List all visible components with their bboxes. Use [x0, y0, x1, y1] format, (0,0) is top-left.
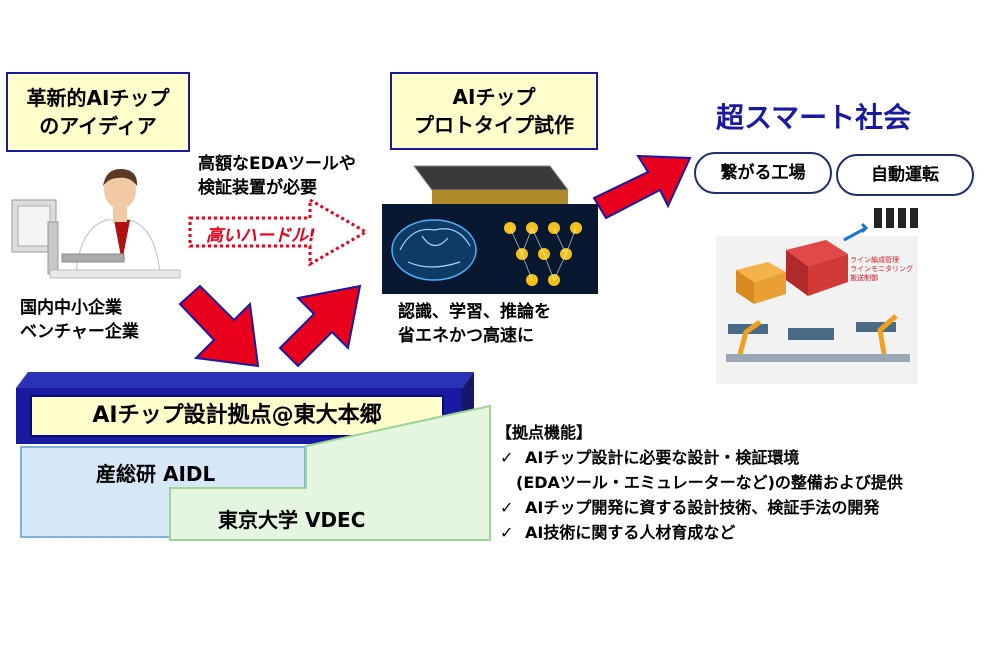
- arrow-down-to-hub: [178, 284, 260, 368]
- smart-factory-illustration: ライン編成管理 ラインモニタリング 搬送制御: [716, 208, 918, 384]
- companies-label: 国内中小企業 ベンチャー企業: [20, 296, 139, 344]
- feature-item-2: (EDAツール・エミュレーターなど)の整備および提供: [516, 470, 903, 495]
- pill-connected-factory: 繋がる工場: [694, 152, 832, 194]
- factory-label-line-planning: ライン編成管理: [850, 255, 899, 264]
- recognition-label: 認識、学習、推論を 省エネかつ高速に: [398, 300, 551, 348]
- feature-text: AI技術に関する人材育成など: [524, 523, 736, 542]
- hurdle-dotted-arrow: [188, 197, 370, 267]
- vdec-label: 東京大学 VDEC: [218, 508, 366, 532]
- aist-label: 産総研 AIDL: [96, 462, 216, 486]
- recognition-line1: 認識、学習、推論を: [398, 302, 551, 322]
- vdec-block: [169, 404, 491, 541]
- pill-autonomous-driving: 自動運転: [836, 154, 974, 196]
- person-at-computer-illustration: [11, 168, 181, 279]
- recognition-line2: 省エネかつ高速に: [398, 326, 534, 346]
- features-heading: 【拠点機能】: [496, 423, 593, 442]
- idea-title-line1: 革新的AIチップ: [26, 86, 170, 110]
- feature-item-3: ✓ AIチップ開発に資する設計技術、検証手法の開発: [500, 495, 879, 520]
- feature-text: AIチップ開発に資する設計技術、検証手法の開発: [524, 498, 880, 517]
- companies-line2: ベンチャー企業: [20, 322, 139, 342]
- feature-item-4: ✓ AI技術に関する人材育成など: [500, 520, 735, 545]
- eda-note: 高額なEDAツールや 検証装置が必要: [198, 152, 356, 200]
- prototype-title-box: AIチップ プロトタイプ試作: [390, 72, 598, 150]
- ai-chip-neural-image: [382, 165, 598, 294]
- feature-check-icon: ✓: [500, 448, 514, 467]
- idea-title-line2: のアイディア: [39, 114, 157, 138]
- prototype-title-line1: AIチップ: [452, 85, 536, 109]
- prototype-title-line2: プロトタイプ試作: [414, 113, 574, 137]
- feature-text: (EDAツール・エミュレーターなど)の整備および提供: [516, 473, 903, 492]
- feature-text: AIチップ設計に必要な設計・検証環境: [524, 448, 800, 467]
- eda-note-line2: 検証装置が必要: [198, 178, 317, 198]
- feature-item-1: ✓ AIチップ設計に必要な設計・検証環境: [500, 445, 799, 470]
- idea-title-box: 革新的AIチップ のアイディア: [6, 72, 190, 152]
- arrow-to-smart-society: [592, 154, 692, 220]
- feature-check-icon: ✓: [500, 498, 514, 517]
- arrow-up-to-prototype: [278, 284, 362, 368]
- companies-line1: 国内中小企業: [20, 298, 122, 318]
- smart-society-heading: 超スマート社会: [716, 101, 912, 134]
- eda-note-line1: 高額なEDAツールや: [198, 154, 356, 174]
- hurdle-label: 高いハードル!: [206, 226, 316, 246]
- factory-label-transport-control: 搬送制御: [850, 273, 878, 282]
- factory-label-line-monitoring: ラインモニタリング: [850, 264, 913, 273]
- feature-check-icon: ✓: [500, 523, 514, 542]
